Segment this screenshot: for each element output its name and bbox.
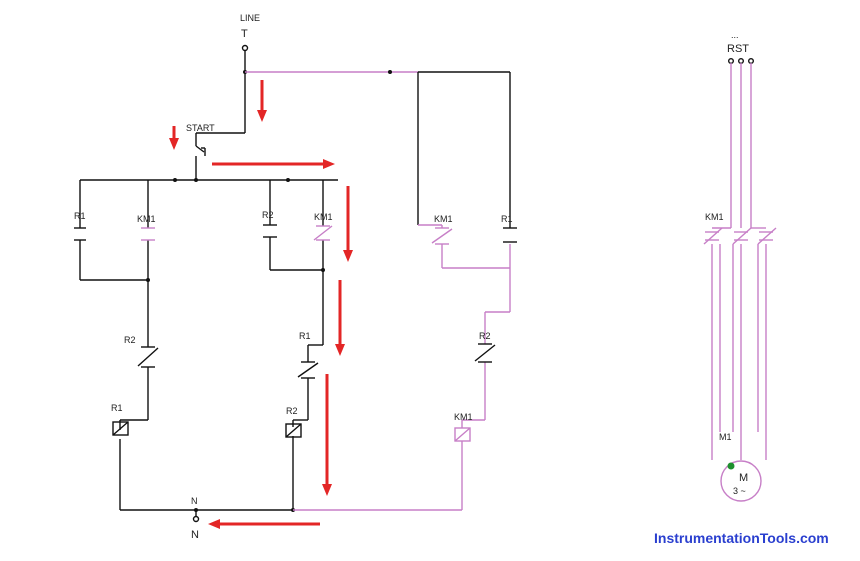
r2-coil-label: R2 <box>286 406 298 416</box>
flow-arrow-5 <box>335 280 345 356</box>
junction-dot <box>194 178 198 182</box>
t-terminal-label: T <box>241 28 248 40</box>
neutral-bottom-label: N <box>191 529 199 541</box>
r2-label: R2 <box>262 210 274 220</box>
km1-main-contacts <box>703 227 777 245</box>
power-circuit-wiring <box>711 58 767 460</box>
km1-no-contact <box>141 227 155 241</box>
t-terminal <box>748 58 755 65</box>
line-label: LINE <box>240 13 260 23</box>
flow-arrow-3 <box>212 159 335 169</box>
r2-no-contact <box>263 224 277 238</box>
r2-nc-contact <box>137 346 159 368</box>
km1-power-label: KM1 <box>705 212 724 222</box>
km1-circuit-wiring <box>245 70 511 511</box>
motor-m-label: M <box>739 472 748 484</box>
motor-m1 <box>720 460 762 502</box>
r1-nc-contact <box>297 361 319 379</box>
flow-arrow-6 <box>322 374 332 496</box>
brand-watermark: InstrumentationTools.com <box>654 530 829 546</box>
flow-arrow-4 <box>343 186 353 262</box>
flow-arrow-2 <box>169 126 179 150</box>
r-terminal <box>728 58 735 65</box>
junction-dot <box>388 70 392 74</box>
km1-nc-contact <box>313 225 333 241</box>
control-circuit-wiring <box>79 44 338 523</box>
start-label: START <box>186 123 215 133</box>
r2-label: R2 <box>479 331 491 341</box>
km1-label: KM1 <box>434 214 453 224</box>
r1-no-contact <box>74 227 86 241</box>
r1-label: R1 <box>299 331 311 341</box>
ellipsis-label: ... <box>731 30 739 40</box>
motor-terminal-dot <box>727 462 735 470</box>
flow-arrow-1 <box>257 80 267 122</box>
junction-dot <box>173 178 177 182</box>
r1-no-contact-middle <box>503 227 517 243</box>
neutral-top-label: N <box>191 496 198 506</box>
km1-nc-contact-middle <box>431 227 453 245</box>
flow-arrow-7 <box>208 519 320 529</box>
rst-label: RST <box>727 43 749 55</box>
km1-coil-label: KM1 <box>454 412 473 422</box>
neutral-terminal <box>192 515 200 523</box>
km1-label: KM1 <box>314 212 333 222</box>
junction-dot <box>286 178 290 182</box>
r1-label: R1 <box>501 214 513 224</box>
km1-label: KM1 <box>137 214 156 224</box>
junction-dot <box>194 508 198 512</box>
junction-dot <box>146 278 150 282</box>
m1-label: M1 <box>719 432 732 442</box>
r1-label: R1 <box>74 211 86 221</box>
s-terminal <box>738 58 745 65</box>
r2-coil <box>285 423 302 438</box>
r2-label: R2 <box>124 335 136 345</box>
km1-coil <box>454 427 471 442</box>
motor-phase-label: 3 ~ <box>733 486 746 496</box>
line-t-terminal <box>241 44 249 52</box>
r2-nc-contact-middle <box>474 343 496 363</box>
r1-coil <box>112 421 129 436</box>
junction-dot <box>321 268 325 272</box>
r1-coil-label: R1 <box>111 403 123 413</box>
start-pushbutton <box>195 142 206 160</box>
